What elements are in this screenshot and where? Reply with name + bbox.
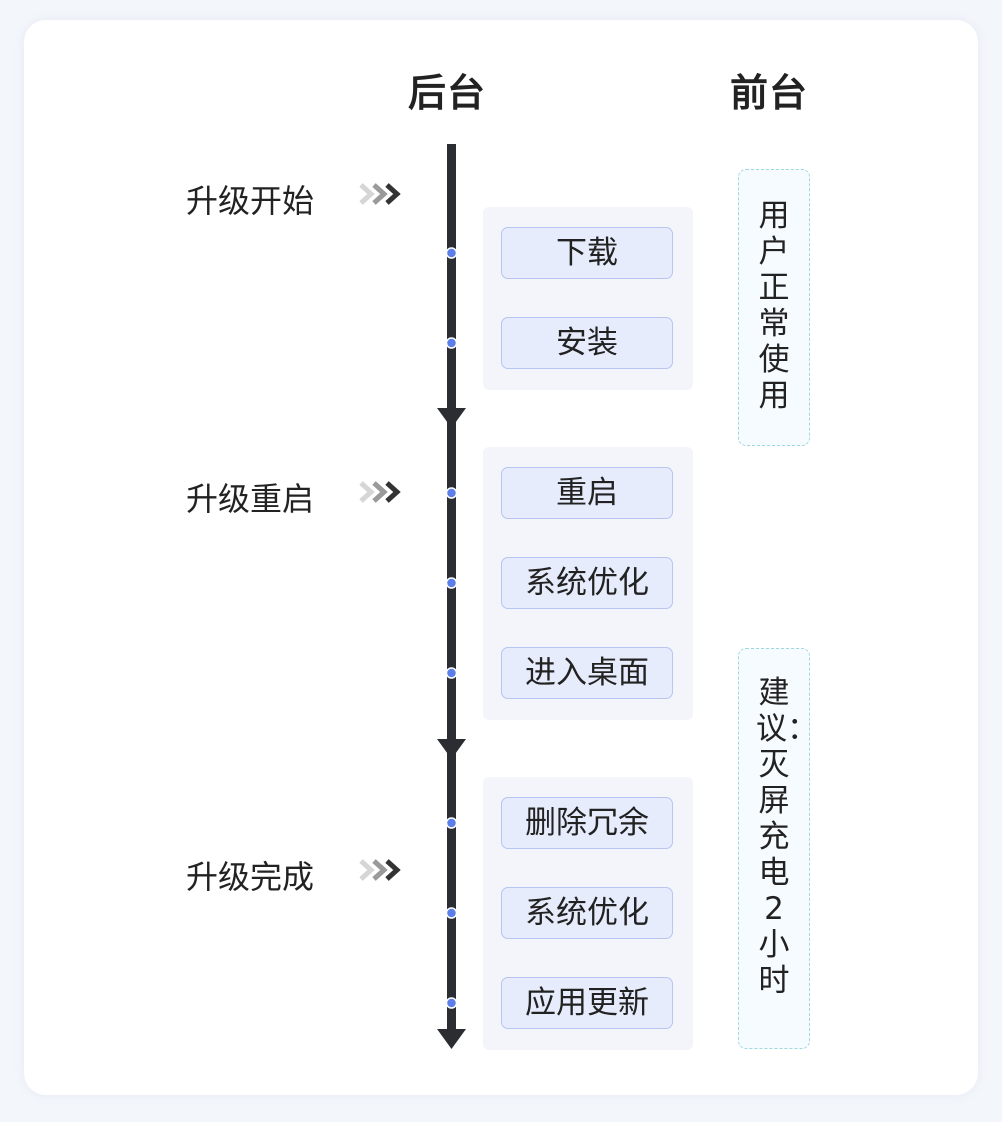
arrow-down-icon bbox=[437, 739, 466, 759]
timeline-dot bbox=[445, 997, 458, 1009]
frontend-note-suggestion: 建议：灭屏充电2小时 bbox=[738, 648, 818, 1049]
triple-chevron-icon bbox=[359, 859, 401, 881]
frontend-note-normal-use: 用户正常使用 bbox=[738, 169, 810, 446]
arrow-down-icon bbox=[437, 1029, 466, 1049]
frontend-header: 前台 bbox=[730, 71, 809, 115]
backend-header: 后台 bbox=[408, 71, 487, 115]
frontend-note-text: 建议：灭屏充电2小时 bbox=[756, 675, 818, 999]
timeline-dot bbox=[445, 247, 458, 259]
axis-segment bbox=[447, 144, 456, 414]
timeline-dot bbox=[445, 667, 458, 679]
stage-label-complete: 升级完成 bbox=[186, 858, 315, 896]
frontend-note-text: 用户正常使用 bbox=[758, 198, 790, 414]
step-remove-redundant: 删除冗余 bbox=[501, 797, 673, 849]
step-system-optimize: 系统优化 bbox=[501, 557, 673, 609]
stage-label-start: 升级开始 bbox=[186, 182, 315, 220]
timeline-dot bbox=[445, 337, 458, 349]
step-enter-desktop: 进入桌面 bbox=[501, 647, 673, 699]
step-download: 下载 bbox=[501, 227, 673, 279]
stage-label-reboot: 升级重启 bbox=[186, 480, 315, 518]
step-system-optimize: 系统优化 bbox=[501, 887, 673, 939]
triple-chevron-icon bbox=[359, 481, 401, 503]
step-app-update: 应用更新 bbox=[501, 977, 673, 1029]
axis-segment bbox=[447, 751, 456, 1034]
timeline-dot bbox=[445, 817, 458, 829]
timeline-dot bbox=[445, 577, 458, 589]
arrow-down-icon bbox=[437, 408, 466, 428]
timeline-dot bbox=[445, 487, 458, 499]
triple-chevron-icon bbox=[359, 183, 401, 205]
step-reboot: 重启 bbox=[501, 467, 673, 519]
timeline-dot bbox=[445, 907, 458, 919]
step-install: 安装 bbox=[501, 317, 673, 369]
